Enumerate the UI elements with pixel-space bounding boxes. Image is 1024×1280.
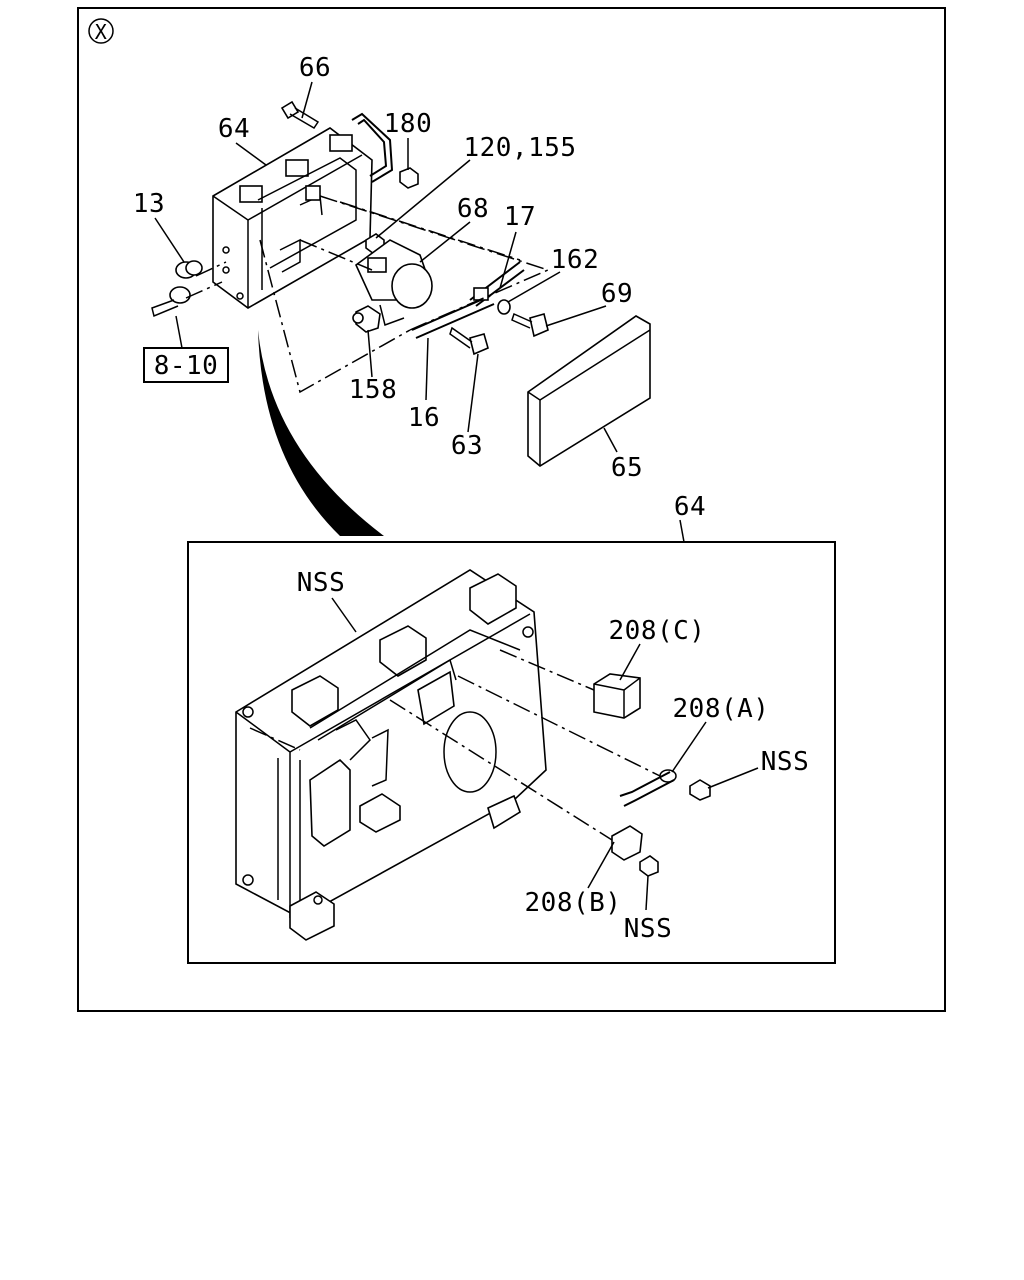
label-17: 17 — [504, 202, 536, 232]
label-120-155: 120,155 — [463, 133, 576, 163]
upper-assembly — [151, 100, 651, 467]
leader-lines-detail — [331, 597, 759, 911]
reference-box: 8-10 — [143, 347, 229, 383]
label-nss-nut-a: NSS — [761, 747, 809, 777]
label-68: 68 — [457, 194, 489, 224]
view-marker-text: X — [95, 20, 108, 44]
label-158: 158 — [349, 375, 397, 405]
cover-65 — [527, 315, 651, 467]
callout-labels: 66 64 180 120,155 13 68 17 162 69 158 16… — [133, 53, 809, 944]
label-nss-housing: NSS — [297, 568, 345, 598]
leader-lines-upper — [154, 81, 685, 543]
label-66: 66 — [299, 53, 331, 83]
label-13: 13 — [133, 189, 165, 219]
label-69: 69 — [601, 279, 633, 309]
label-64-detail: 64 — [674, 492, 706, 522]
reference-box-text: 8-10 — [154, 351, 219, 381]
label-64: 64 — [218, 114, 250, 144]
label-nss-nut-b: NSS — [624, 914, 672, 944]
label-65: 65 — [611, 453, 643, 483]
housing-64 — [212, 127, 373, 309]
detail-assembly — [235, 569, 711, 941]
outer-frame — [77, 7, 946, 1012]
label-208a: 208(A) — [673, 694, 770, 724]
detail-frame — [187, 541, 836, 964]
label-16: 16 — [408, 403, 440, 433]
label-208c: 208(C) — [609, 616, 706, 646]
label-208b: 208(B) — [525, 888, 622, 918]
view-marker: X — [88, 18, 114, 44]
label-162: 162 — [551, 245, 599, 275]
detail-arrow — [258, 330, 384, 536]
label-63: 63 — [451, 431, 483, 461]
housing-detail — [235, 569, 547, 919]
label-180: 180 — [384, 109, 432, 139]
